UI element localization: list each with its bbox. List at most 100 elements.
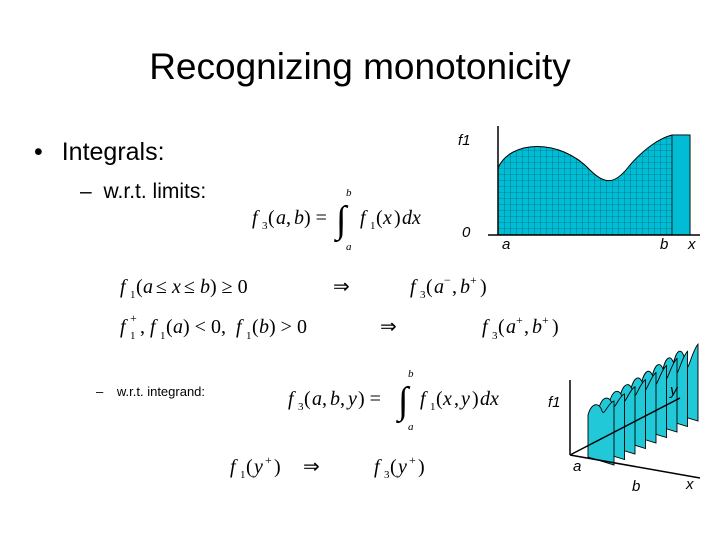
svg-text:y: y (252, 456, 263, 478)
svg-text:+: + (130, 311, 137, 325)
implies-symbol-1: ⇒ (333, 276, 350, 298)
svg-text:f: f (120, 276, 128, 298)
svg-text:b: b (346, 187, 352, 199)
svg-text:(: ( (390, 456, 397, 478)
svg-text:b: b (408, 368, 414, 380)
svg-text:y: y (396, 456, 407, 478)
plot2-axes (569, 380, 701, 479)
plot2-slice-1 (587, 400, 615, 466)
svg-text:∫: ∫ (334, 199, 349, 243)
svg-text:3: 3 (492, 330, 498, 342)
plot1-shaded-area (497, 134, 691, 236)
svg-text:) < 0,: ) < 0, (183, 316, 226, 338)
svg-text:(: ( (246, 456, 253, 478)
subbullet-integrand: – w.r.t. integrand: (96, 384, 205, 399)
svg-text:(: ( (268, 207, 275, 229)
svg-text:) ≥ 0: ) ≥ 0 (210, 276, 248, 298)
subbullet2-marker: – (96, 384, 104, 399)
implies-symbol-2: ⇒ (380, 316, 397, 338)
svg-text:f: f (420, 388, 428, 410)
svg-text:a: a (506, 316, 516, 338)
bullet-marker: • (34, 138, 43, 166)
svg-text:y: y (346, 388, 357, 410)
plot1-x-label: x (688, 236, 696, 253)
svg-text:+: + (409, 453, 416, 467)
plot2-b-label: b (632, 478, 641, 495)
bullet-text: Integrals: (61, 138, 165, 166)
bullet-integrals: • Integrals: (34, 138, 165, 167)
plot1-y-label: f1 (458, 132, 471, 149)
plot2-y-label: f1 (548, 394, 561, 411)
subbullet2-text: w.r.t. integrand: (116, 384, 206, 399)
svg-text:,: , (454, 388, 459, 410)
svg-text:f: f (360, 207, 368, 229)
plot1-area-under-curve (488, 126, 700, 236)
svg-text:≤: ≤ (156, 276, 167, 298)
svg-text:∫: ∫ (396, 380, 411, 424)
svg-text:a: a (346, 241, 352, 253)
svg-text:a: a (312, 388, 322, 410)
svg-text:,: , (340, 388, 345, 410)
svg-text:b: b (294, 207, 304, 229)
svg-text:a: a (173, 316, 183, 338)
plot1-b-label: b (660, 236, 669, 253)
svg-text:+: + (516, 313, 523, 327)
svg-text:): ) (274, 456, 281, 478)
svg-text:+: + (470, 273, 477, 287)
svg-text:1: 1 (240, 469, 246, 481)
svg-text:dx: dx (480, 388, 499, 410)
svg-text:+: + (542, 313, 549, 327)
svg-text:f: f (374, 456, 382, 478)
svg-text:(: ( (304, 388, 311, 410)
svg-text:b: b (200, 276, 210, 298)
plot1-right-band (671, 134, 691, 236)
svg-text:1: 1 (130, 330, 136, 342)
svg-text:(: ( (498, 316, 505, 338)
svg-text:1: 1 (130, 289, 136, 301)
subbullet-limits: – w.r.t. limits: (80, 180, 206, 204)
svg-text:x: x (442, 388, 452, 410)
formula-f3-definition: f 3 (a,b) = ∫ b a f 1 (x)dx (252, 187, 421, 253)
svg-text:x: x (171, 276, 181, 298)
svg-text:b: b (330, 388, 340, 410)
svg-text:,: , (286, 207, 291, 229)
svg-text:f: f (410, 276, 418, 298)
plot2-x-axis (569, 454, 701, 479)
svg-text:(: ( (376, 207, 383, 229)
svg-text:1: 1 (370, 220, 376, 232)
svg-text:3: 3 (262, 220, 268, 232)
subbullet-marker: – (80, 180, 92, 203)
svg-text:f: f (482, 316, 490, 338)
svg-text:3: 3 (384, 469, 390, 481)
svg-text:dx: dx (402, 207, 421, 229)
svg-text:b: b (460, 276, 470, 298)
svg-text:): ) (418, 456, 425, 478)
svg-text:y: y (459, 388, 470, 410)
plot2-y-axis-label: y (670, 382, 678, 399)
svg-text:a: a (276, 207, 286, 229)
svg-text:a: a (143, 276, 153, 298)
svg-text:): ) (472, 388, 479, 410)
svg-text:) > 0: ) > 0 (269, 316, 307, 338)
svg-text:1: 1 (246, 330, 252, 342)
svg-text:(: ( (136, 276, 143, 298)
svg-text:f: f (252, 207, 260, 229)
svg-text:f: f (120, 316, 128, 338)
svg-text:f: f (288, 388, 296, 410)
subbullet-text: w.r.t. limits: (103, 180, 207, 203)
svg-text:(: ( (436, 388, 443, 410)
svg-text:f: f (236, 316, 244, 338)
svg-text:b: b (532, 316, 542, 338)
svg-text:3: 3 (298, 401, 304, 413)
svg-text:a: a (434, 276, 444, 298)
plot2-a-label: a (573, 458, 582, 475)
svg-text:1: 1 (430, 401, 436, 413)
svg-text:): ) (480, 276, 487, 298)
svg-text:1: 1 (160, 330, 166, 342)
svg-text:) =: ) = (304, 207, 327, 229)
